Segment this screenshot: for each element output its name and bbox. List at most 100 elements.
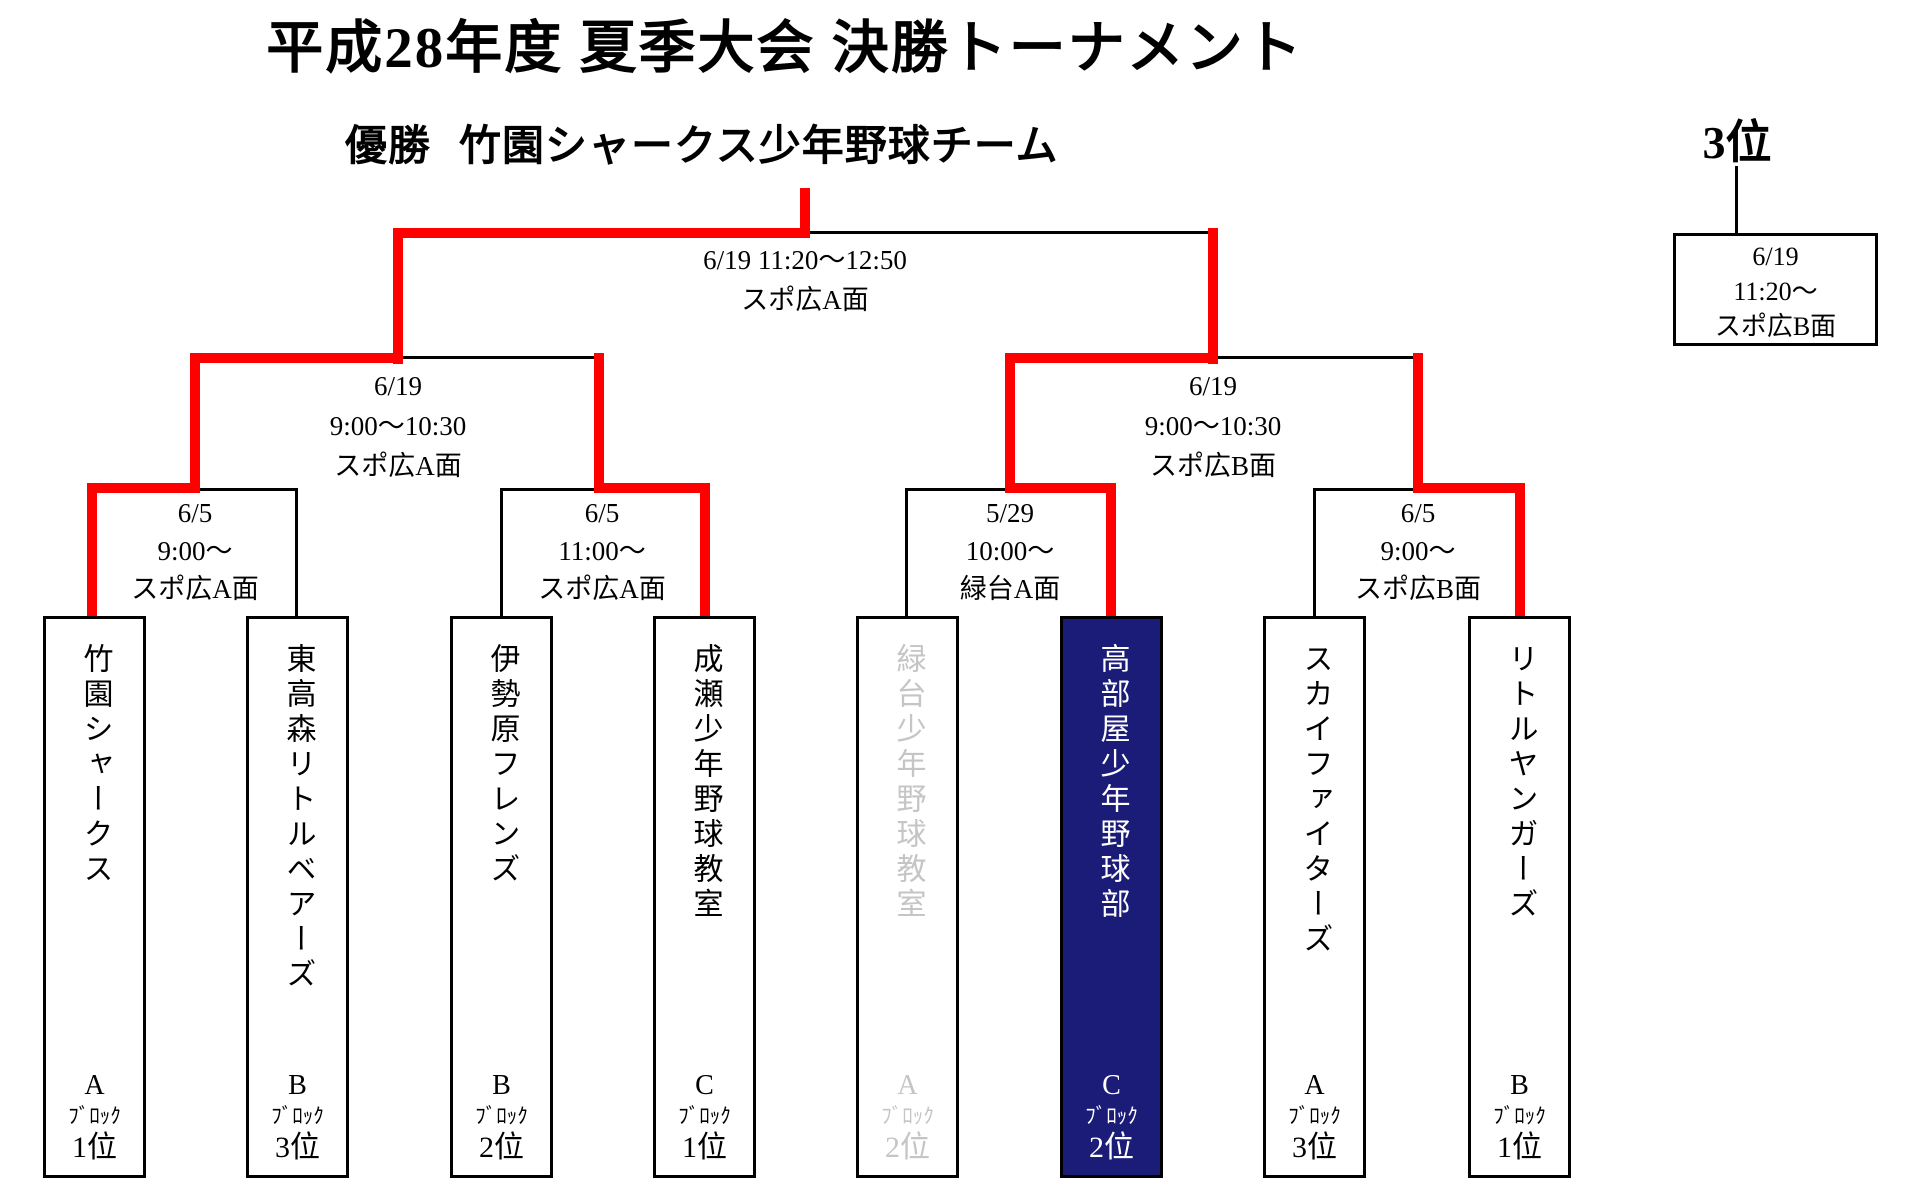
block-letter: A <box>1304 1070 1325 1101</box>
block-rank: 2位 <box>479 1131 524 1164</box>
semifinal-2-bracket-line-right <box>1213 356 1418 359</box>
block-letter: C <box>695 1070 714 1101</box>
team-block-label: A ﾌﾞﾛｯｸ 1位 <box>46 1069 143 1167</box>
winner-path-sf2-left <box>1005 353 1218 363</box>
team-block-label: A ﾌﾞﾛｯｸ 3位 <box>1266 1069 1363 1167</box>
quarterfinal-1-date: 6/5 <box>177 498 213 528</box>
quarterfinal-2-venue: スポ広A面 <box>538 574 666 604</box>
quarterfinal-4-venue: スポ広B面 <box>1354 574 1481 604</box>
winner-path-sf1-left <box>190 353 403 363</box>
team-block-label: B ﾌﾞﾛｯｸ 1位 <box>1471 1069 1568 1167</box>
third-place-date: 6/19 <box>1752 242 1799 271</box>
team-name: 成瀬少年野球教室 <box>688 643 722 923</box>
semifinal-1-venue: スポ広A面 <box>334 451 462 481</box>
team-block-label: B ﾌﾞﾛｯｸ 3位 <box>249 1069 346 1167</box>
winner-path-qf2-right <box>594 483 710 493</box>
team-block-label: A ﾌﾞﾛｯｸ 2位 <box>859 1069 956 1167</box>
team-block-label: C ﾌﾞﾛｯｸ 1位 <box>656 1069 753 1167</box>
final-venue: スポ広A面 <box>741 285 869 315</box>
quarterfinal-4-date: 6/5 <box>1400 498 1436 528</box>
winner-path-qf3-right <box>1005 483 1116 493</box>
quarterfinal-2-label: 6/5 11:00～ スポ広A面 <box>492 494 712 608</box>
winner-path-takabeya-connector <box>1106 483 1116 616</box>
champion-line: 優勝竹園シャークス少年野球チーム <box>345 112 1059 173</box>
team-name: スカイファイターズ <box>1298 643 1332 958</box>
quarterfinal-2-time: 11:00～ <box>558 536 646 566</box>
team-name: 緑台少年野球教室 <box>891 643 925 923</box>
block-letter: A <box>897 1070 918 1101</box>
semifinal-2-date: 6/19 <box>1188 371 1237 401</box>
winner-path-takezono-connector <box>87 483 97 616</box>
quarterfinal-2-bracket-line-left <box>500 488 600 491</box>
third-place-time: 11:20～ <box>1733 277 1818 306</box>
winner-path-qf2-rise <box>594 353 604 493</box>
page-title: 平成28年度 夏季大会 決勝トーナメント <box>266 17 1304 80</box>
block-letter: B <box>492 1070 511 1101</box>
team-name: リトルヤンガーズ <box>1503 643 1537 923</box>
winner-path-qf3-rise <box>1005 353 1015 493</box>
block-rank: 3位 <box>275 1131 320 1164</box>
quarterfinal-4-time: 9:00～ <box>1380 536 1456 566</box>
quarterfinal-4-bracket-line-left <box>1313 488 1418 491</box>
quarterfinal-1-venue: スポ広A面 <box>131 574 259 604</box>
champion-team: 竹園シャークス少年野球チーム <box>459 124 1059 170</box>
team-box-takezono-sharks: 竹園シャークス A ﾌﾞﾛｯｸ 1位 <box>43 616 146 1178</box>
block-rank: 1位 <box>682 1131 727 1164</box>
team-name: 東高森リトルベアーズ <box>281 643 315 993</box>
quarterfinal-3-venue: 緑台A面 <box>959 574 1061 604</box>
quarterfinal-2-date: 6/5 <box>584 498 620 528</box>
semifinal-1-time: 9:00～10:30 <box>329 411 467 441</box>
team-connector-higashitakamori <box>295 488 298 616</box>
team-name: 高部屋少年野球部 <box>1095 643 1129 923</box>
block-word: ﾌﾞﾛｯｸ <box>1288 1104 1341 1128</box>
block-letter: A <box>84 1070 105 1101</box>
team-connector-isehara <box>500 488 503 616</box>
team-box-naruse-baseball-school: 成瀬少年野球教室 C ﾌﾞﾛｯｸ 1位 <box>653 616 756 1178</box>
winner-path-littleyoungers-connector <box>1515 483 1525 616</box>
champion-label: 優勝 <box>345 124 432 170</box>
block-word: ﾌﾞﾛｯｸ <box>475 1104 528 1128</box>
quarterfinal-4-label: 6/5 9:00～ スポ広B面 <box>1308 494 1528 608</box>
semifinal-2-label: 6/19 9:00～10:30 スポ広B面 <box>1083 366 1343 486</box>
block-rank: 2位 <box>1089 1131 1134 1164</box>
winner-path-qf1-rise <box>190 353 200 493</box>
team-box-isehara-friends: 伊勢原フレンズ B ﾌﾞﾛｯｸ 2位 <box>450 616 553 1178</box>
block-word: ﾌﾞﾛｯｸ <box>271 1104 324 1128</box>
block-rank: 2位 <box>885 1131 930 1164</box>
winner-path-sf2-rise <box>1208 228 1218 364</box>
quarterfinal-3-date: 5/29 <box>985 498 1034 528</box>
block-word: ﾌﾞﾛｯｸ <box>1085 1104 1138 1128</box>
team-block-label: B ﾌﾞﾛｯｸ 2位 <box>453 1069 550 1167</box>
winner-path-sf1-rise <box>393 228 403 364</box>
team-block-label: C ﾌﾞﾛｯｸ 2位 <box>1063 1069 1160 1167</box>
block-word: ﾌﾞﾛｯｸ <box>678 1104 731 1128</box>
final-datetime: 6/19 11:20～12:50 <box>703 245 907 275</box>
team-connector-midoridai <box>905 488 908 616</box>
block-word: ﾌﾞﾛｯｸ <box>1493 1104 1546 1128</box>
team-name: 竹園シャークス <box>78 643 112 888</box>
winner-path-qf4-right <box>1413 483 1525 493</box>
team-connector-skyfighters <box>1313 488 1316 616</box>
winner-path-qf1-left <box>87 483 200 493</box>
team-box-higashitakamori-littlebears: 東高森リトルベアーズ B ﾌﾞﾛｯｸ 3位 <box>246 616 349 1178</box>
block-rank: 1位 <box>1497 1131 1542 1164</box>
block-letter: C <box>1102 1070 1121 1101</box>
winner-path-final-left <box>393 228 810 238</box>
team-box-little-youngers: リトルヤンガーズ B ﾌﾞﾛｯｸ 1位 <box>1468 616 1571 1178</box>
winner-path-naruse-connector <box>700 483 710 616</box>
winner-path-champion-rise <box>800 188 810 238</box>
block-letter: B <box>1510 1070 1529 1101</box>
quarterfinal-1-time: 9:00～ <box>157 536 233 566</box>
semifinal-1-date: 6/19 <box>373 371 422 401</box>
block-word: ﾌﾞﾛｯｸ <box>68 1104 121 1128</box>
quarterfinal-3-label: 5/29 10:00～ 緑台A面 <box>900 494 1120 608</box>
semifinal-2-time: 9:00～10:30 <box>1144 411 1282 441</box>
third-place-connector-line <box>1735 166 1738 236</box>
third-place-heading: 3位 <box>1702 117 1772 168</box>
winner-path-qf4-rise <box>1413 353 1423 493</box>
quarterfinal-3-time: 10:00～ <box>965 536 1055 566</box>
team-name: 伊勢原フレンズ <box>485 643 519 888</box>
quarterfinal-1-label: 6/5 9:00～ スポ広A面 <box>85 494 305 608</box>
semifinal-2-venue: スポ広B面 <box>1149 451 1276 481</box>
